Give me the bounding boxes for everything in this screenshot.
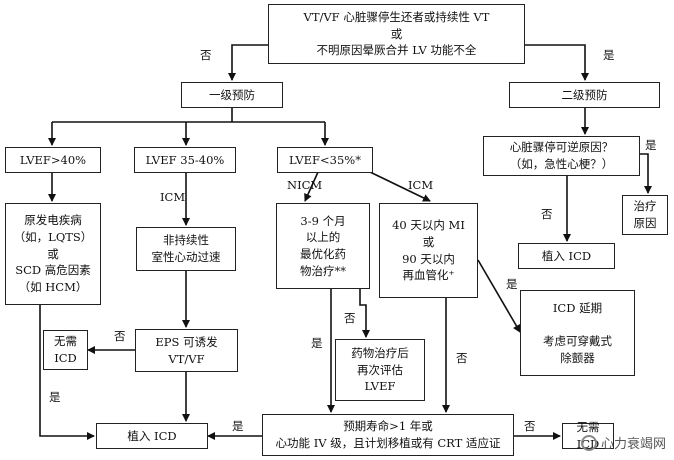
label-yes-eps: 是 (49, 390, 61, 404)
primary-disease-box: 原发电疾病 （如，LQTS） 或 SCD 高危因素 （如 HCM） (5, 203, 101, 305)
label-yes-mi: 是 (506, 277, 518, 291)
label-nicm: NICM (287, 178, 323, 192)
lvef-over-40-box: LVEF>40% (5, 147, 101, 173)
label-no-eps: 否 (114, 329, 126, 343)
label-no-reversible: 否 (541, 207, 553, 221)
label-no-omt: 否 (344, 311, 356, 325)
primary-prevention-box: 一级预防 (181, 82, 283, 108)
label-icm-right: ICM (408, 178, 434, 192)
line-disease-icd (39, 305, 95, 440)
mi-revasc-box: 40 天以内 MI 或 90 天以内 再血管化⁺ (379, 203, 478, 298)
start-box: VT/VF 心脏骤停生还者或持续性 VT 或 不明原因晕厥合并 LV 功能不全 (268, 4, 525, 64)
arrow-omt-reassess (359, 288, 370, 338)
wechat-icon (580, 434, 597, 451)
icd-delay-box: ICD 延期 考虑可穿戴式 除颤器 (520, 290, 635, 376)
arrow-start-secondary (525, 44, 589, 81)
icd-bottom-box: 植入 ICD (96, 423, 208, 449)
label-no-mi: 否 (456, 351, 468, 365)
no-icd-left-box: 无需 ICD (43, 330, 88, 370)
reversible-cause-box: 心脏骤停可逆原因？ （如，急性心梗？） (483, 136, 640, 176)
icd-secondary-box: 植入 ICD (518, 243, 615, 269)
reassess-lvef-box: 药物治疗后 再次评估 LVEF (335, 339, 425, 401)
arrow-start-primary (228, 44, 268, 81)
arrow-reversible-treat (640, 153, 652, 194)
secondary-prevention-box: 二级预防 (509, 82, 660, 108)
omt-box: 3-9 个月 以上的 最优化药 物治疗** (276, 203, 370, 289)
label-yes-top: 是 (603, 48, 615, 62)
lvef-under-35-box: LVEF<35%* (277, 147, 373, 173)
treat-cause-box: 治疗 原因 (622, 195, 668, 235)
watermark: 心力衰竭网 (580, 433, 666, 452)
label-icm-left: ICM (160, 190, 186, 204)
nsvt-box: 非持续性 室性心动过速 (136, 227, 236, 271)
label-yes-reversible: 是 (645, 138, 657, 152)
prognosis-box: 预期寿命>1 年或 心功能 IV 级，且计划移植或有 CRT 适应证 (262, 414, 514, 456)
label-yes-prog: 是 (232, 419, 244, 433)
arrow-nicm (304, 171, 319, 202)
label-no-prog: 否 (524, 419, 536, 433)
label-yes-omt: 是 (311, 336, 323, 350)
label-no-top: 否 (200, 48, 212, 62)
arrow-mi-delay (477, 259, 521, 333)
lvef-35-40-box: LVEF 35-40% (134, 147, 236, 173)
eps-box: EPS 可诱发 VT/VF (135, 329, 238, 372)
arrow-icm (369, 171, 431, 202)
watermark-text: 心力衰竭网 (600, 437, 666, 452)
